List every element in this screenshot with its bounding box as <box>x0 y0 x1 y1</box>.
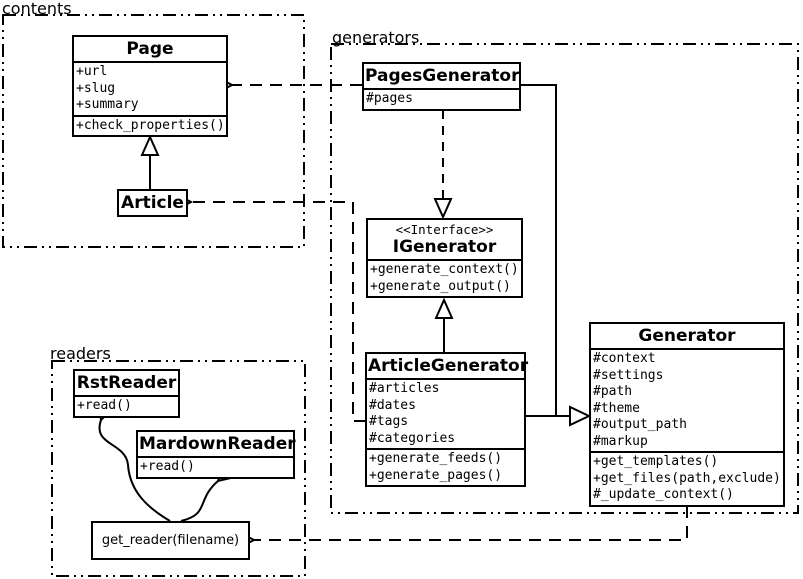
class-method: +get_files(path,exclude) <box>593 470 781 486</box>
class-generator-attributes: #context #settings #path #theme #output_… <box>591 348 783 451</box>
class-rstreader: RstReader +read() <box>73 369 180 418</box>
class-page: Page +url +slug +summary +check_properti… <box>72 35 228 137</box>
class-method: +generate_pages() <box>369 467 503 483</box>
class-method: +generate_output() <box>370 278 511 294</box>
class-attribute: #dates <box>369 397 416 413</box>
class-page-methods: +check_properties() <box>74 114 226 136</box>
class-attribute: #articles <box>369 381 440 396</box>
package-label-readers: readers <box>50 344 111 363</box>
class-method: +get_templates() <box>593 454 719 469</box>
class-method: +check_properties() <box>76 117 225 133</box>
class-attribute: #tags <box>369 414 409 429</box>
package-generators-frame <box>330 43 799 514</box>
class-igenerator-methods: +generate_context() +generate_output() <box>368 259 521 296</box>
function-get-reader-label: get_reader(filename) <box>101 532 240 548</box>
class-articlegenerator: ArticleGenerator #articles #dates #tags … <box>365 352 529 487</box>
class-igenerator-title: <<Interface>> IGenerator <box>368 220 521 259</box>
class-article: Article <box>117 189 188 217</box>
class-attribute: #settings <box>593 367 664 383</box>
class-generator: Generator #context #settings #path #them… <box>589 322 785 507</box>
class-attribute: #categories <box>369 430 456 446</box>
class-generator-title: Generator <box>638 326 736 346</box>
class-method: +generate_feeds() <box>369 451 503 466</box>
class-page-title: Page <box>126 39 174 59</box>
class-articlegenerator-methods: +generate_feeds() +generate_pages() <box>367 448 524 485</box>
class-attribute: #context <box>593 351 656 366</box>
edge-articlegenerator-article-dependency <box>191 202 366 422</box>
package-readers-frame <box>51 360 306 577</box>
package-label-contents: contents <box>2 0 72 18</box>
class-attribute: +slug <box>76 80 116 96</box>
class-mardownreader-title: MardownReader <box>139 434 296 454</box>
edge-pagesgenerator-igenerator-triangle-icon <box>433 198 453 220</box>
class-rstreader-title: RstReader <box>76 373 177 393</box>
class-igenerator-stereotype: <<Interface>> <box>395 222 494 237</box>
class-attribute: #output_path <box>593 417 687 432</box>
edge-generator-getreader-dependency <box>254 506 688 540</box>
class-attribute: #path <box>593 384 633 399</box>
edge-generator-triangle-icon <box>569 405 592 427</box>
class-articlegenerator-attributes: #articles #dates #tags #categories <box>367 378 524 448</box>
class-igenerator-name: IGenerator <box>392 237 497 257</box>
edge-articlegenerator-igenerator-triangle-icon <box>434 297 454 319</box>
class-method: #_update_context() <box>593 487 734 502</box>
function-get-reader: get_reader(filename) <box>91 521 250 560</box>
class-igenerator: <<Interface>> IGenerator +generate_conte… <box>366 218 523 298</box>
class-mardownreader: MardownReader +read() <box>136 430 296 479</box>
edge-article-page-triangle-icon <box>140 134 160 156</box>
class-attribute: +url <box>76 64 108 79</box>
class-rstreader-methods: +read() <box>75 395 178 416</box>
class-generator-methods: +get_templates() +get_files(path,exclude… <box>591 451 783 505</box>
package-contents-frame <box>2 14 305 248</box>
class-article-title: Article <box>121 193 184 213</box>
edge-getreader-rstreader-arrow <box>99 420 171 522</box>
class-attribute: +summary <box>76 97 139 112</box>
class-mardownreader-methods: +read() <box>138 456 293 477</box>
edge-pagesgenerator-generator-line <box>521 84 569 417</box>
class-attribute: #markup <box>593 433 648 449</box>
class-pagesgenerator: PagesGenerator #pages <box>362 62 521 111</box>
class-method: +generate_context() <box>370 262 519 277</box>
class-attribute: #theme <box>593 400 640 416</box>
package-label-generators: generators <box>332 28 420 47</box>
class-method: +read() <box>77 398 132 413</box>
class-attribute: #pages <box>366 91 413 106</box>
edge-getreader-mardownreader-arrow <box>180 481 218 522</box>
class-page-attributes: +url +slug +summary <box>74 61 226 115</box>
class-method: +read() <box>140 459 195 474</box>
class-articlegenerator-title: ArticleGenerator <box>368 356 529 376</box>
class-pagesgenerator-attributes: #pages <box>364 88 519 109</box>
class-pagesgenerator-title: PagesGenerator <box>365 66 520 86</box>
